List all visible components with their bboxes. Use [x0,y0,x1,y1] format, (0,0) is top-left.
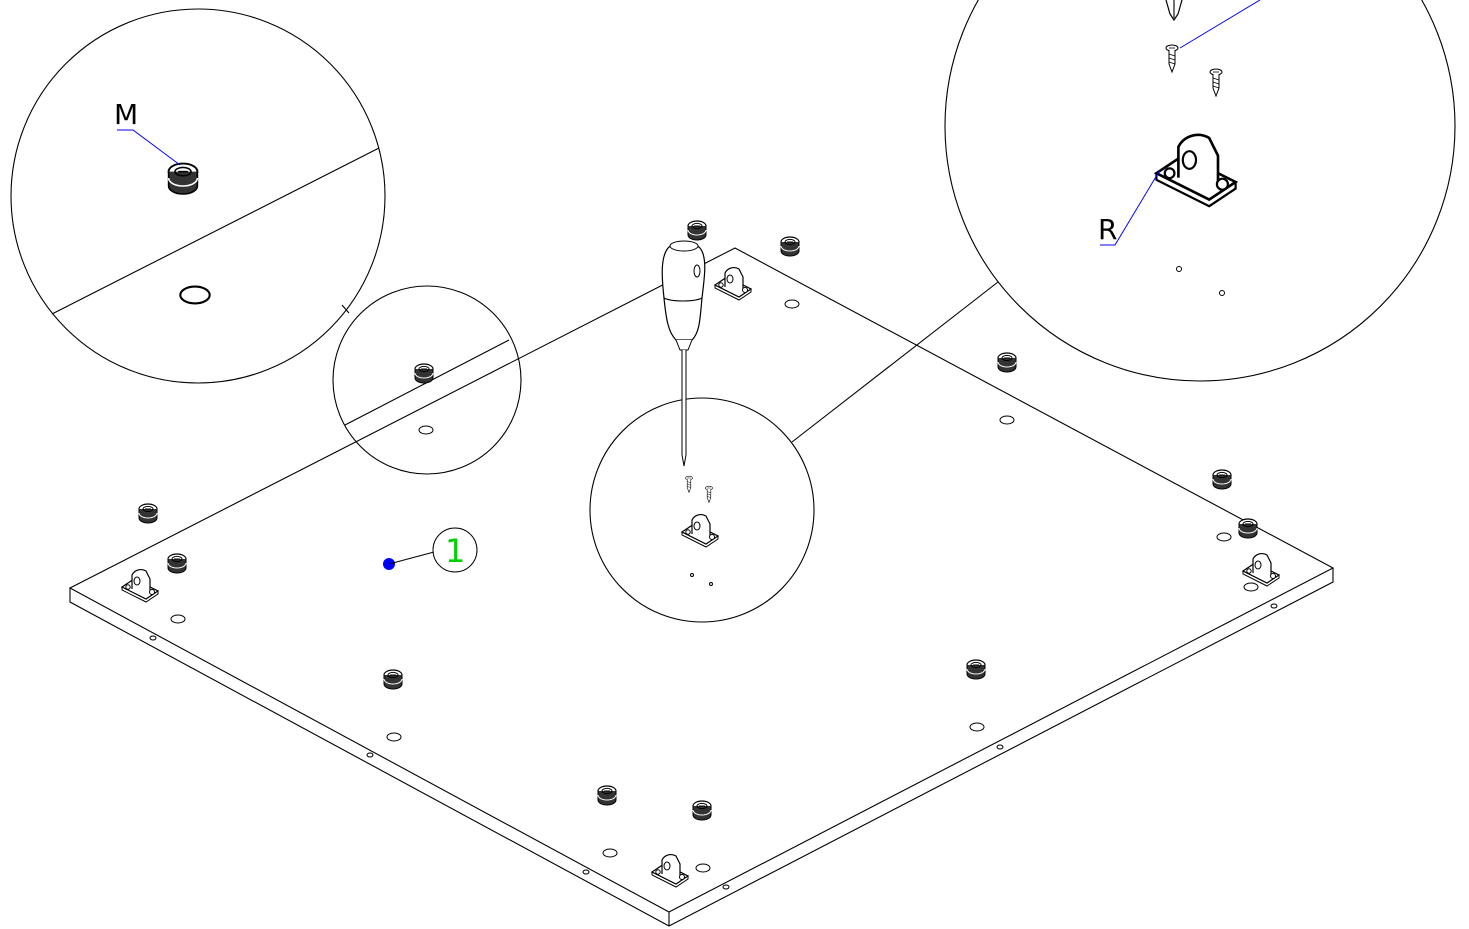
callout-number: 1 [445,532,465,570]
base-panel [68,247,1335,927]
detail-circle-caster-small [589,281,999,623]
panel-holes [170,299,1259,873]
detail-circle-cam-large: M [10,8,386,384]
detail-circle-caster-large: R [944,0,1456,382]
part-label-m: M [114,98,138,131]
detail-circle-cam-small [332,285,522,475]
panel-callout: 1 [383,527,478,573]
caster-wheel-icon [121,266,1280,888]
part-label-r: R [1098,213,1117,246]
screwdriver-icon [661,240,706,467]
